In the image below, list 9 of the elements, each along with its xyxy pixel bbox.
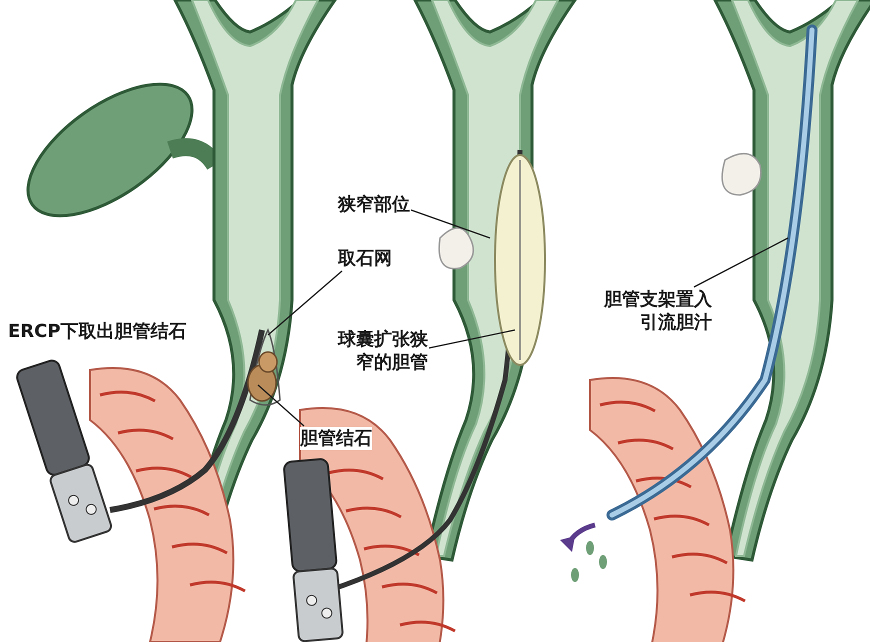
leader-line: [410, 209, 490, 239]
leader-line: [428, 329, 516, 349]
leader-line: [268, 270, 342, 336]
leader-line: [258, 384, 304, 426]
callout-label: 狭窄部位: [338, 193, 410, 216]
panel-heading: ERCP下取出胆管结石: [8, 320, 187, 343]
callout-label: 取石网: [338, 247, 392, 270]
leader-line: [694, 237, 788, 288]
callout-label: 胆管结石: [300, 427, 372, 450]
